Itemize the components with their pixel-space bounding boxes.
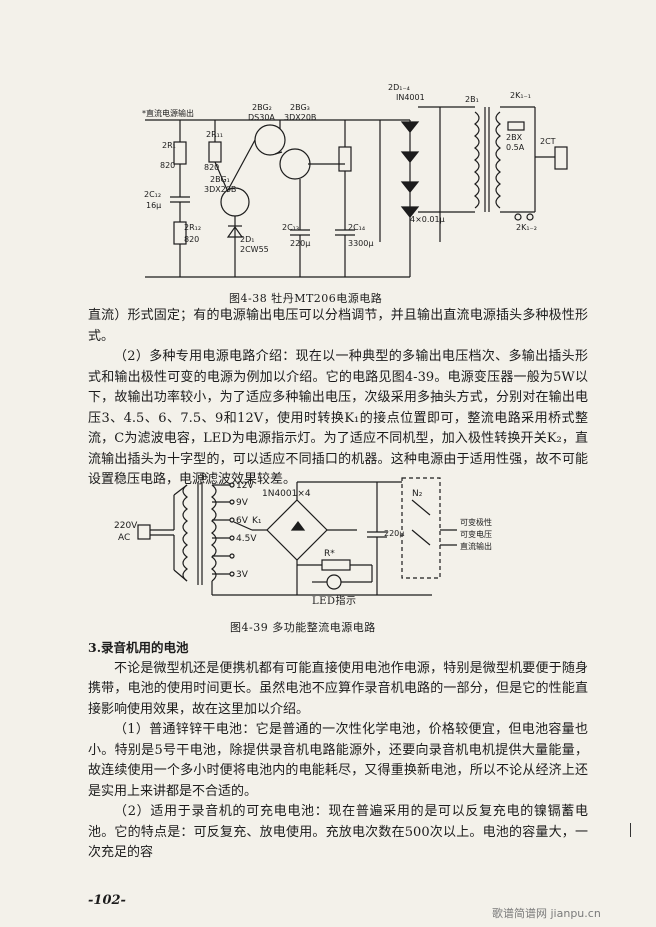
- fuse-value: 0.5A: [506, 143, 525, 152]
- k1-label: 2K₁₋₁: [510, 91, 531, 100]
- plug-label: 2CT: [540, 137, 556, 146]
- r1-label: 2R₁: [162, 141, 176, 150]
- k2-label: 2K₁₋₂: [516, 223, 537, 232]
- c13-label: 2C₁₃: [282, 223, 299, 232]
- bg2-label: 2BG₂: [252, 103, 272, 112]
- d1-label: 2D₁: [240, 235, 254, 244]
- bg1-type: 3DX20B: [204, 185, 236, 194]
- ac-voltage-label: 220V: [114, 521, 138, 531]
- figure-caption-4-38: 图4-38 牡丹MT206电源电路: [229, 292, 383, 305]
- paragraph: （1）普通锌锌干电池：它是普通的一次性化学电池，价格较便宜，但电池容量也小。特别…: [88, 722, 588, 799]
- led-label: LED指示: [312, 596, 357, 607]
- k1-switch-label: K₁: [252, 516, 262, 526]
- polarity-switch-label: N₂: [412, 489, 423, 499]
- d2-type: IN4001: [396, 93, 425, 102]
- paragraph: 直流）形式固定；有的电源输出电压可以分档调节，并且输出直流电源插头多种极性形式。: [88, 308, 588, 344]
- c12-label: 2C₁₂: [144, 190, 161, 199]
- r2-value: 820: [204, 163, 219, 172]
- tap-4-5v-label: 4.5V: [236, 534, 257, 544]
- output-label-1: 可变极性: [460, 517, 492, 527]
- d1-type: 2CW55: [240, 245, 269, 254]
- tap-3v-label: 3V: [236, 570, 249, 580]
- paragraph: （2）适用于录音机的可充电电池：现在普遍采用的是可以反复充电的镍镉蓄电池。它的特…: [88, 804, 588, 860]
- c14-label: 2C₁₄: [348, 223, 365, 232]
- c13-value: 220μ: [290, 239, 310, 248]
- d2-label: 2D₁₋₄: [388, 83, 410, 92]
- r1-value: 820: [160, 161, 175, 170]
- bg3-label: 2BG₃: [290, 103, 310, 112]
- output-label-3: 直流输出: [460, 541, 492, 551]
- resistor-label: R*: [324, 549, 335, 559]
- bridge-label: 1N4001×4: [262, 489, 311, 499]
- c14-value: 3300μ: [348, 239, 373, 248]
- watermark: 歌谱简谱网 jianpu.cn: [492, 907, 601, 920]
- r12-label: 2R₁₂: [184, 223, 201, 232]
- circuit-diagram-mt206: *直流电源输出 2R₁ 820 2R₁₁ 820 2BG₁ 3DX20B 2BG…: [142, 83, 568, 278]
- cap-small-label: 4×0.01μ: [410, 215, 445, 224]
- capacitor-label: 220μ: [384, 529, 404, 538]
- b1-label: 2B₁: [465, 95, 479, 104]
- output-label-2: 可变电压: [460, 529, 492, 539]
- page-number: -102-: [88, 893, 126, 908]
- bg1-label: 2BG₁: [210, 175, 230, 184]
- tap-6v-label: 6V: [236, 516, 249, 526]
- ac-label: AC: [118, 533, 130, 543]
- r12-value: 820: [184, 235, 199, 244]
- tap-12v-label: 12V: [236, 481, 254, 491]
- output-label: *直流电源输出: [142, 108, 194, 118]
- tap-9v-label: 9V: [236, 498, 249, 508]
- transformer-label: B: [201, 473, 207, 483]
- text-block-1: 直流）形式固定；有的电源输出电压可以分档调节，并且输出直流电源插头多种极性形式。…: [88, 306, 588, 491]
- r2-label: 2R₁₁: [206, 130, 223, 139]
- bg3-type: 3DX20B: [284, 113, 316, 122]
- paragraph: 不论是微型机还是便携机都有可能直接使用电池作电源，特别是微型机要便于随身携带，电…: [88, 660, 588, 717]
- circuit-diagram-rectifier: B 12V 9V 6V K₁ 4.5V 3V 220V AC 1N4001×4 …: [114, 473, 492, 596]
- bg2-type: DS30A: [248, 113, 275, 122]
- figure-caption-4-39: 图4-39 多功能整流电源电路: [230, 621, 376, 634]
- c12-value: 16μ: [146, 201, 161, 210]
- paragraph: （2）多种专用电源电路介绍：现在以一种典型的多输出电压档次、多输出插头形式和输出…: [88, 349, 588, 487]
- fuse-label: 2BX: [506, 133, 523, 142]
- margin-mark: [630, 823, 631, 837]
- section-heading: 3.录音机用的电池: [88, 640, 189, 655]
- text-block-2: 3.录音机用的电池 不论是微型机还是便携机都有可能直接使用电池作电源，特别是微型…: [88, 638, 588, 864]
